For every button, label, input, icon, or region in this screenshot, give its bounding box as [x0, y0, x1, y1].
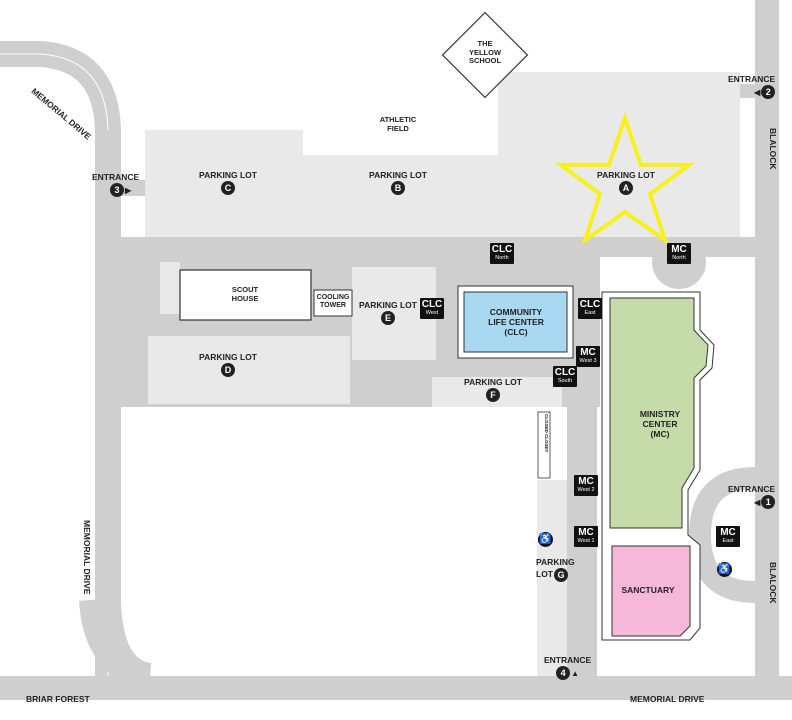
- athletic-field-area: [303, 130, 498, 155]
- mc-label: MINISTRY CENTER (MC): [639, 409, 681, 439]
- parking-lot-g[interactable]: PARKING LOT G: [536, 557, 575, 582]
- parking-lot-a[interactable]: PARKING LOT A: [597, 170, 655, 195]
- arrow-right-icon: ▶: [125, 185, 132, 195]
- parking-lot-c[interactable]: PARKING LOT C: [199, 170, 257, 195]
- clc-label: COMMUNITY LIFE CENTER (CLC): [488, 307, 544, 337]
- closed-closet-label: CLOSED CLOSET: [544, 414, 549, 453]
- lot-letter-e: E: [381, 310, 395, 325]
- entrance-number-2: 2: [761, 85, 776, 99]
- lot-letter-b: B: [391, 180, 405, 195]
- entrance-3[interactable]: ENTRANCE 3 ▶: [92, 172, 140, 197]
- star-icon: [554, 111, 696, 246]
- arrow-left-icon: ◀: [754, 497, 761, 507]
- lot-d-area: [148, 336, 350, 404]
- road-label-briar-forest: BRIAR FOREST: [26, 694, 90, 704]
- road-label-blalock-bottom: BLALOCK: [768, 562, 778, 604]
- road-label-blalock-top: BLALOCK: [768, 128, 778, 170]
- sanctuary-label: SANCTUARY: [621, 585, 675, 595]
- clc-shape: [463, 291, 568, 353]
- lot-b-area: [303, 155, 498, 237]
- entrance-number-4: 4: [556, 666, 571, 680]
- lot-letter-c: C: [221, 180, 235, 195]
- yellow-school-shape: [441, 11, 529, 99]
- yellow-school-label: THE YELLOW SCHOOL: [468, 39, 502, 66]
- open-field: [120, 407, 532, 676]
- parking-lot-f[interactable]: PARKING LOT F: [464, 377, 522, 402]
- entrance-4[interactable]: ENTRANCE 4 ▲: [544, 655, 592, 680]
- entrance-2[interactable]: ENTRANCE ◀ 2: [728, 74, 776, 99]
- arrow-up-icon: ▲: [571, 668, 580, 678]
- north-driveway: [115, 237, 775, 257]
- parking-lot-b[interactable]: PARKING LOT B: [369, 170, 427, 195]
- entrance-number-3: 3: [110, 183, 124, 197]
- entrance-1-loop: [688, 467, 756, 603]
- lot-letter-d: D: [221, 362, 235, 377]
- blalock-road: [755, 0, 779, 690]
- road-label-memorial-left: MEMORIAL DRIVE: [82, 520, 92, 595]
- sanctuary-shape: [611, 545, 691, 637]
- entrance-1[interactable]: ENTRANCE ◀ 1: [728, 484, 776, 509]
- accessible-icon: ♿: [717, 562, 732, 577]
- lot-top-left-strip: [160, 262, 180, 314]
- arrow-left-icon: ◀: [754, 87, 761, 97]
- cooling-tower-label: COOLING TOWER: [316, 294, 350, 310]
- accessible-icon: ♿: [538, 532, 553, 547]
- entrance-number-1: 1: [761, 495, 776, 509]
- road-label-memorial-bottom: MEMORIAL DRIVE: [630, 694, 705, 704]
- lot-letter-f: F: [486, 387, 500, 402]
- closed-closet-shape: [537, 411, 551, 479]
- cooling-tower-shape: [313, 289, 353, 317]
- scout-house-label: SCOUT HOUSE: [231, 285, 259, 303]
- lot-letter-g: G: [554, 567, 568, 582]
- parking-lot-d[interactable]: PARKING LOT D: [199, 352, 257, 377]
- lot-letter-a: A: [619, 180, 633, 195]
- mc-shape: [609, 297, 709, 529]
- lot-a-area: [498, 72, 740, 237]
- parking-lot-e[interactable]: PARKING LOT E: [359, 300, 417, 325]
- athletic-field-label: ATHLETIC FIELD: [379, 115, 417, 133]
- scout-house-shape: [179, 269, 312, 321]
